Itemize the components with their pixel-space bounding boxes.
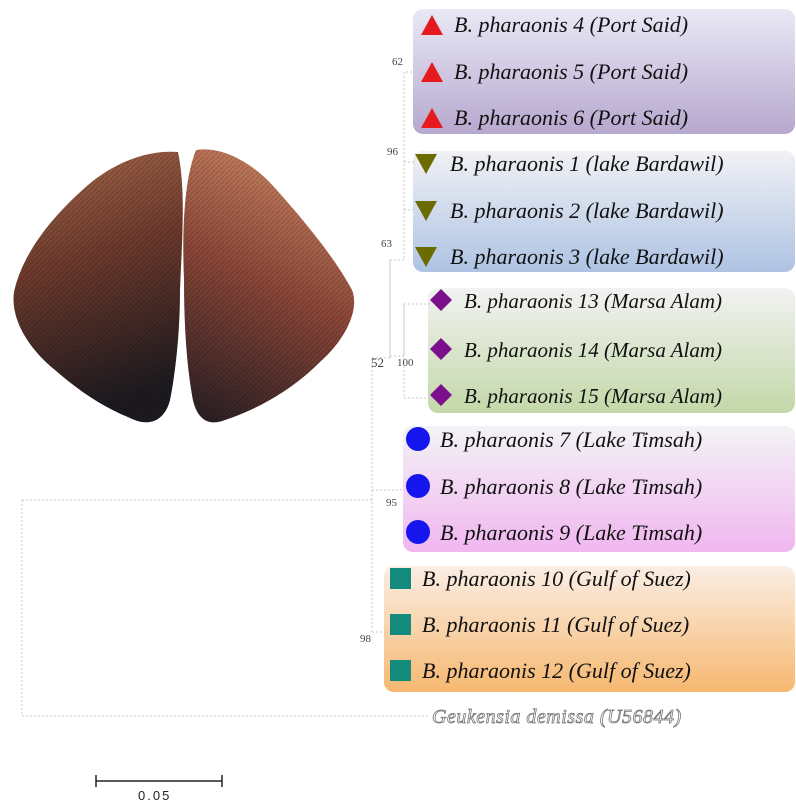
scale-bar-label: 0.05 xyxy=(138,788,171,803)
